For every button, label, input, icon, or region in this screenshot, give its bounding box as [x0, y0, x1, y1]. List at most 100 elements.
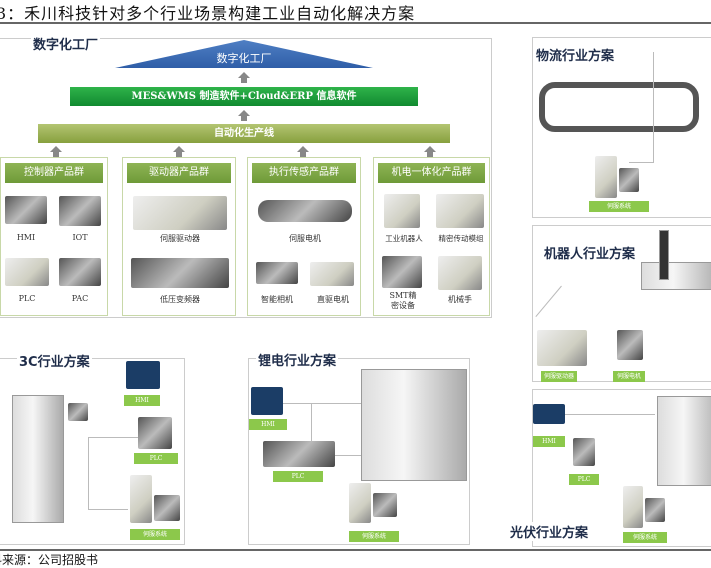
smt-image — [382, 256, 422, 288]
tag: HMI — [124, 395, 160, 406]
connector — [565, 414, 655, 415]
3c-label: 3C行业方案 — [17, 351, 92, 370]
plc-image — [263, 441, 335, 467]
caption: 精密传动模组 — [438, 234, 484, 243]
lithium-label: 锂电行业方案 — [256, 350, 339, 369]
tag: 伺服系统 — [130, 529, 180, 540]
arrow-up-icon — [50, 146, 62, 157]
arrow-up-icon — [297, 146, 309, 157]
hmi-image — [126, 361, 160, 389]
logistics-label: 物流行业方案 — [534, 45, 617, 64]
group-title: 执行传感产品群 — [252, 163, 356, 183]
plc-image — [138, 417, 172, 449]
industrial-robot-image — [384, 194, 420, 228]
connector — [88, 437, 138, 438]
group-title: 控制器产品群 — [5, 163, 103, 183]
bottom-rule — [0, 549, 711, 551]
caption: IOT — [72, 233, 88, 242]
manipulator-image — [438, 256, 482, 290]
hmi-image — [251, 387, 283, 415]
connector — [653, 52, 654, 162]
robot-arm-image — [659, 230, 669, 280]
pv-label: 光伏行业方案 — [508, 522, 591, 541]
conveyor-image — [539, 82, 699, 132]
hmi-image — [5, 196, 47, 224]
servo-driver-image — [595, 156, 617, 198]
software-bar: MES&WMS 制造软件+Cloud&ERP 信息软件 — [70, 87, 418, 106]
tag: PLC — [273, 471, 323, 482]
3c-panel: HMI PLC 伺服系统 — [0, 358, 185, 545]
hmi-image — [533, 404, 565, 424]
connector — [283, 403, 363, 404]
logistics-panel: 伺服系统 — [532, 37, 711, 218]
connector — [311, 403, 312, 441]
linear-module-image — [436, 194, 484, 228]
servo-motor-image — [154, 495, 180, 521]
tag: PLC — [569, 474, 599, 485]
connector — [88, 509, 128, 510]
tag: 伺服系统 — [589, 201, 649, 212]
monitor-image — [68, 403, 88, 421]
caption: 低压变频器 — [160, 295, 200, 304]
connector — [335, 455, 365, 456]
plc-image — [573, 438, 595, 466]
group-title: 机电一体化产品群 — [378, 163, 485, 183]
tag: 伺服系统 — [623, 532, 667, 543]
production-line-bar: 自动化生产线 — [38, 124, 450, 143]
connector — [535, 285, 562, 317]
caption: PAC — [71, 294, 89, 303]
caption: PLC — [18, 294, 36, 303]
arrow-up-icon — [173, 146, 185, 157]
connector — [629, 162, 654, 163]
connector — [88, 437, 89, 509]
plc-image — [5, 258, 49, 286]
servo-motor-image — [258, 200, 352, 222]
caption: 直驱电机 — [317, 295, 349, 304]
arrow-up-icon — [424, 146, 436, 157]
robot-label: 机器人行业方案 — [542, 243, 638, 262]
caption: 伺服电机 — [289, 234, 321, 243]
lithium-machine-image — [361, 369, 467, 481]
caption: 伺服驱动器 — [160, 234, 200, 243]
servo-motor-image — [373, 493, 397, 517]
3c-machine-image — [12, 395, 64, 523]
controller-group: 控制器产品群 HMI IOT PLC PAC — [0, 157, 108, 316]
tag: 伺服电机 — [613, 371, 645, 382]
servo-motor-image — [617, 330, 643, 360]
servo-driver-image — [133, 196, 227, 230]
servo-driver-image — [130, 475, 152, 523]
mechatronics-group: 机电一体化产品群 工业机器人 精密传动模组 SMT精密设备 机械手 — [373, 157, 490, 316]
group-title: 驱动器产品群 — [127, 163, 231, 183]
pac-image — [59, 258, 101, 286]
tag: 伺服驱动器 — [541, 371, 577, 382]
tag: HMI — [249, 419, 287, 430]
smart-camera-image — [256, 262, 298, 284]
arrow-up-icon — [238, 110, 250, 121]
servo-motor-image — [645, 498, 665, 522]
tag: HMI — [533, 436, 565, 447]
caption: SMT精密设备 — [389, 291, 417, 310]
caption: HMI — [16, 233, 36, 242]
servo-driver-image — [537, 330, 587, 366]
caption: 智能相机 — [261, 295, 293, 304]
lithium-panel: HMI PLC 伺服系统 — [248, 358, 470, 545]
servo-driver-image — [349, 483, 371, 523]
iot-image — [59, 196, 101, 226]
direct-drive-motor-image — [310, 262, 354, 286]
servo-driver-image — [623, 486, 643, 528]
top-rule — [0, 22, 711, 24]
inverter-image — [131, 258, 229, 288]
pv-panel: HMI PLC 伺服系统 — [532, 389, 711, 547]
gantry-robot-image — [641, 262, 711, 290]
actuator-sensor-group: 执行传感产品群 伺服电机 智能相机 直驱电机 — [247, 157, 361, 316]
pv-machine-image — [657, 396, 711, 486]
arrow-up-icon — [238, 72, 250, 83]
figure-title: 3：禾川科技针对多个行业场景构建工业自动化解决方案 — [0, 4, 416, 23]
driver-group: 驱动器产品群 伺服驱动器 低压变频器 — [122, 157, 236, 316]
source-note: 资料来源：公司招股书 — [0, 553, 99, 567]
tag: 伺服系统 — [349, 531, 399, 542]
digital-factory-label: 数字化工厂 — [31, 34, 101, 53]
servo-motor-image — [619, 168, 639, 192]
tag: PLC — [134, 453, 178, 464]
caption: 机械手 — [448, 295, 472, 304]
